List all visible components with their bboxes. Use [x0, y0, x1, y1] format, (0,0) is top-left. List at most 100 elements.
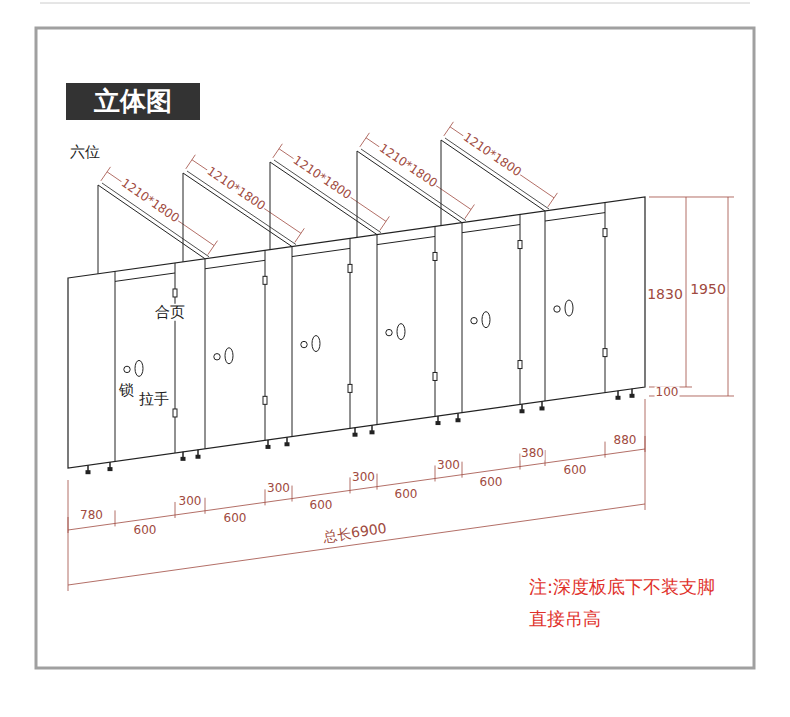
- width-dimension: 600: [223, 512, 248, 525]
- leg-foot: [181, 457, 186, 461]
- dimension-tick: [380, 216, 390, 230]
- panel-size-dimension: 1210*1800: [459, 130, 523, 180]
- lock-symbol: [554, 306, 560, 312]
- width-dimension: 600: [394, 488, 419, 501]
- lock-symbol: [214, 354, 220, 360]
- dimension-line: [450, 127, 554, 198]
- note-text: 注:深度板底下不装支脚 直接吊高: [528, 571, 728, 634]
- leg-foot: [540, 406, 545, 410]
- dimension-tick: [548, 193, 558, 207]
- door-top: [377, 236, 435, 244]
- width-dimension: 300: [266, 483, 291, 496]
- leg-foot: [630, 394, 635, 398]
- handle-symbol: [225, 348, 233, 364]
- handle-symbol: [482, 312, 490, 328]
- door-top: [545, 213, 605, 221]
- leg-height-dimension: 100: [655, 386, 680, 399]
- leg-foot: [353, 433, 358, 437]
- width-dimension: 300: [178, 495, 203, 508]
- extension-line: [68, 480, 69, 591]
- lock-symbol: [301, 341, 307, 347]
- handle-symbol: [565, 300, 573, 316]
- panel-size-dimension: 1210*1800: [203, 164, 268, 214]
- panel-divider: [377, 235, 378, 425]
- leg-foot: [436, 421, 441, 425]
- panel-divider: [115, 271, 116, 461]
- depth-panel-top: [274, 160, 381, 233]
- dimension-line: [192, 160, 301, 234]
- width-dimension: 880: [613, 434, 638, 447]
- hinge-label: 合页: [154, 304, 186, 321]
- panel-divider: [545, 211, 546, 401]
- panel-size-dimension: 1210*1800: [376, 142, 440, 192]
- extension-line: [645, 399, 646, 510]
- frame-border: [36, 28, 754, 668]
- width-dimension: 600: [479, 476, 504, 489]
- hinge-symbol: [348, 384, 352, 392]
- dimension-tick: [292, 486, 293, 502]
- width-dimension: 600: [563, 464, 588, 477]
- dimension-tick: [175, 502, 176, 518]
- leg-foot: [616, 396, 621, 400]
- width-dimension: 780: [79, 509, 104, 522]
- front-partition: [68, 197, 645, 468]
- lock-symbol: [386, 329, 392, 335]
- hinge-symbol: [263, 396, 267, 404]
- dimension-tick: [115, 510, 116, 526]
- dimension-line: [686, 197, 687, 387]
- hinge-symbol: [433, 372, 437, 380]
- hinge-symbol: [603, 229, 607, 237]
- dimension-tick: [605, 442, 606, 458]
- width-dimension: 380: [520, 447, 545, 460]
- handle-label: 拉手: [138, 391, 170, 408]
- height-dimension: 1830: [646, 287, 684, 302]
- width-dimension: 300: [436, 459, 461, 472]
- depth-panel-top: [102, 183, 209, 257]
- width-dimension: 300: [351, 471, 376, 484]
- depth-panel-top: [361, 149, 466, 221]
- lock-symbol: [471, 317, 477, 323]
- dimension-tick: [462, 462, 463, 478]
- lock-symbol: [124, 366, 130, 372]
- door-top: [462, 225, 520, 233]
- leg-foot: [370, 430, 375, 434]
- leg-foot: [86, 470, 91, 474]
- hinge-symbol: [173, 289, 177, 297]
- panel-size-dimension: 1210*1800: [118, 176, 182, 226]
- leg-foot: [108, 467, 113, 471]
- leg-foot: [456, 418, 461, 422]
- dimension-tick: [186, 155, 196, 169]
- dimension-tick: [205, 498, 206, 514]
- dimension-line: [68, 449, 645, 530]
- total-dimension-line: [68, 504, 645, 585]
- door-top: [205, 260, 265, 268]
- dimension-tick: [295, 228, 305, 242]
- dimension-tick: [101, 167, 111, 181]
- height-dimension: 1950: [689, 282, 727, 297]
- dimension-tick: [377, 474, 378, 490]
- dimension-tick: [208, 241, 218, 255]
- handle-symbol: [397, 324, 405, 340]
- dimension-tick: [444, 122, 454, 136]
- width-dimension: 600: [309, 500, 334, 513]
- dimension-tick: [465, 205, 475, 219]
- handle-symbol: [135, 360, 143, 376]
- panel-divider: [205, 259, 206, 449]
- dimension-tick: [68, 517, 69, 533]
- panel-size-dimension: 1210*1800: [289, 153, 354, 203]
- hinge-symbol: [518, 241, 522, 249]
- depth-panel-top: [445, 138, 549, 209]
- lock-label: 锁: [118, 382, 135, 399]
- width-dimension: 600: [133, 525, 158, 538]
- view-title: 立体图: [66, 83, 200, 120]
- hinge-symbol: [263, 276, 267, 284]
- leg-foot: [285, 442, 290, 446]
- dimension-line: [366, 138, 471, 210]
- dimension-tick: [360, 133, 370, 147]
- dimension-tick: [645, 436, 646, 452]
- handle-symbol: [312, 336, 320, 352]
- top-rule: [40, 3, 750, 4]
- depth-panel-top: [187, 171, 296, 245]
- panel-divider: [462, 223, 463, 413]
